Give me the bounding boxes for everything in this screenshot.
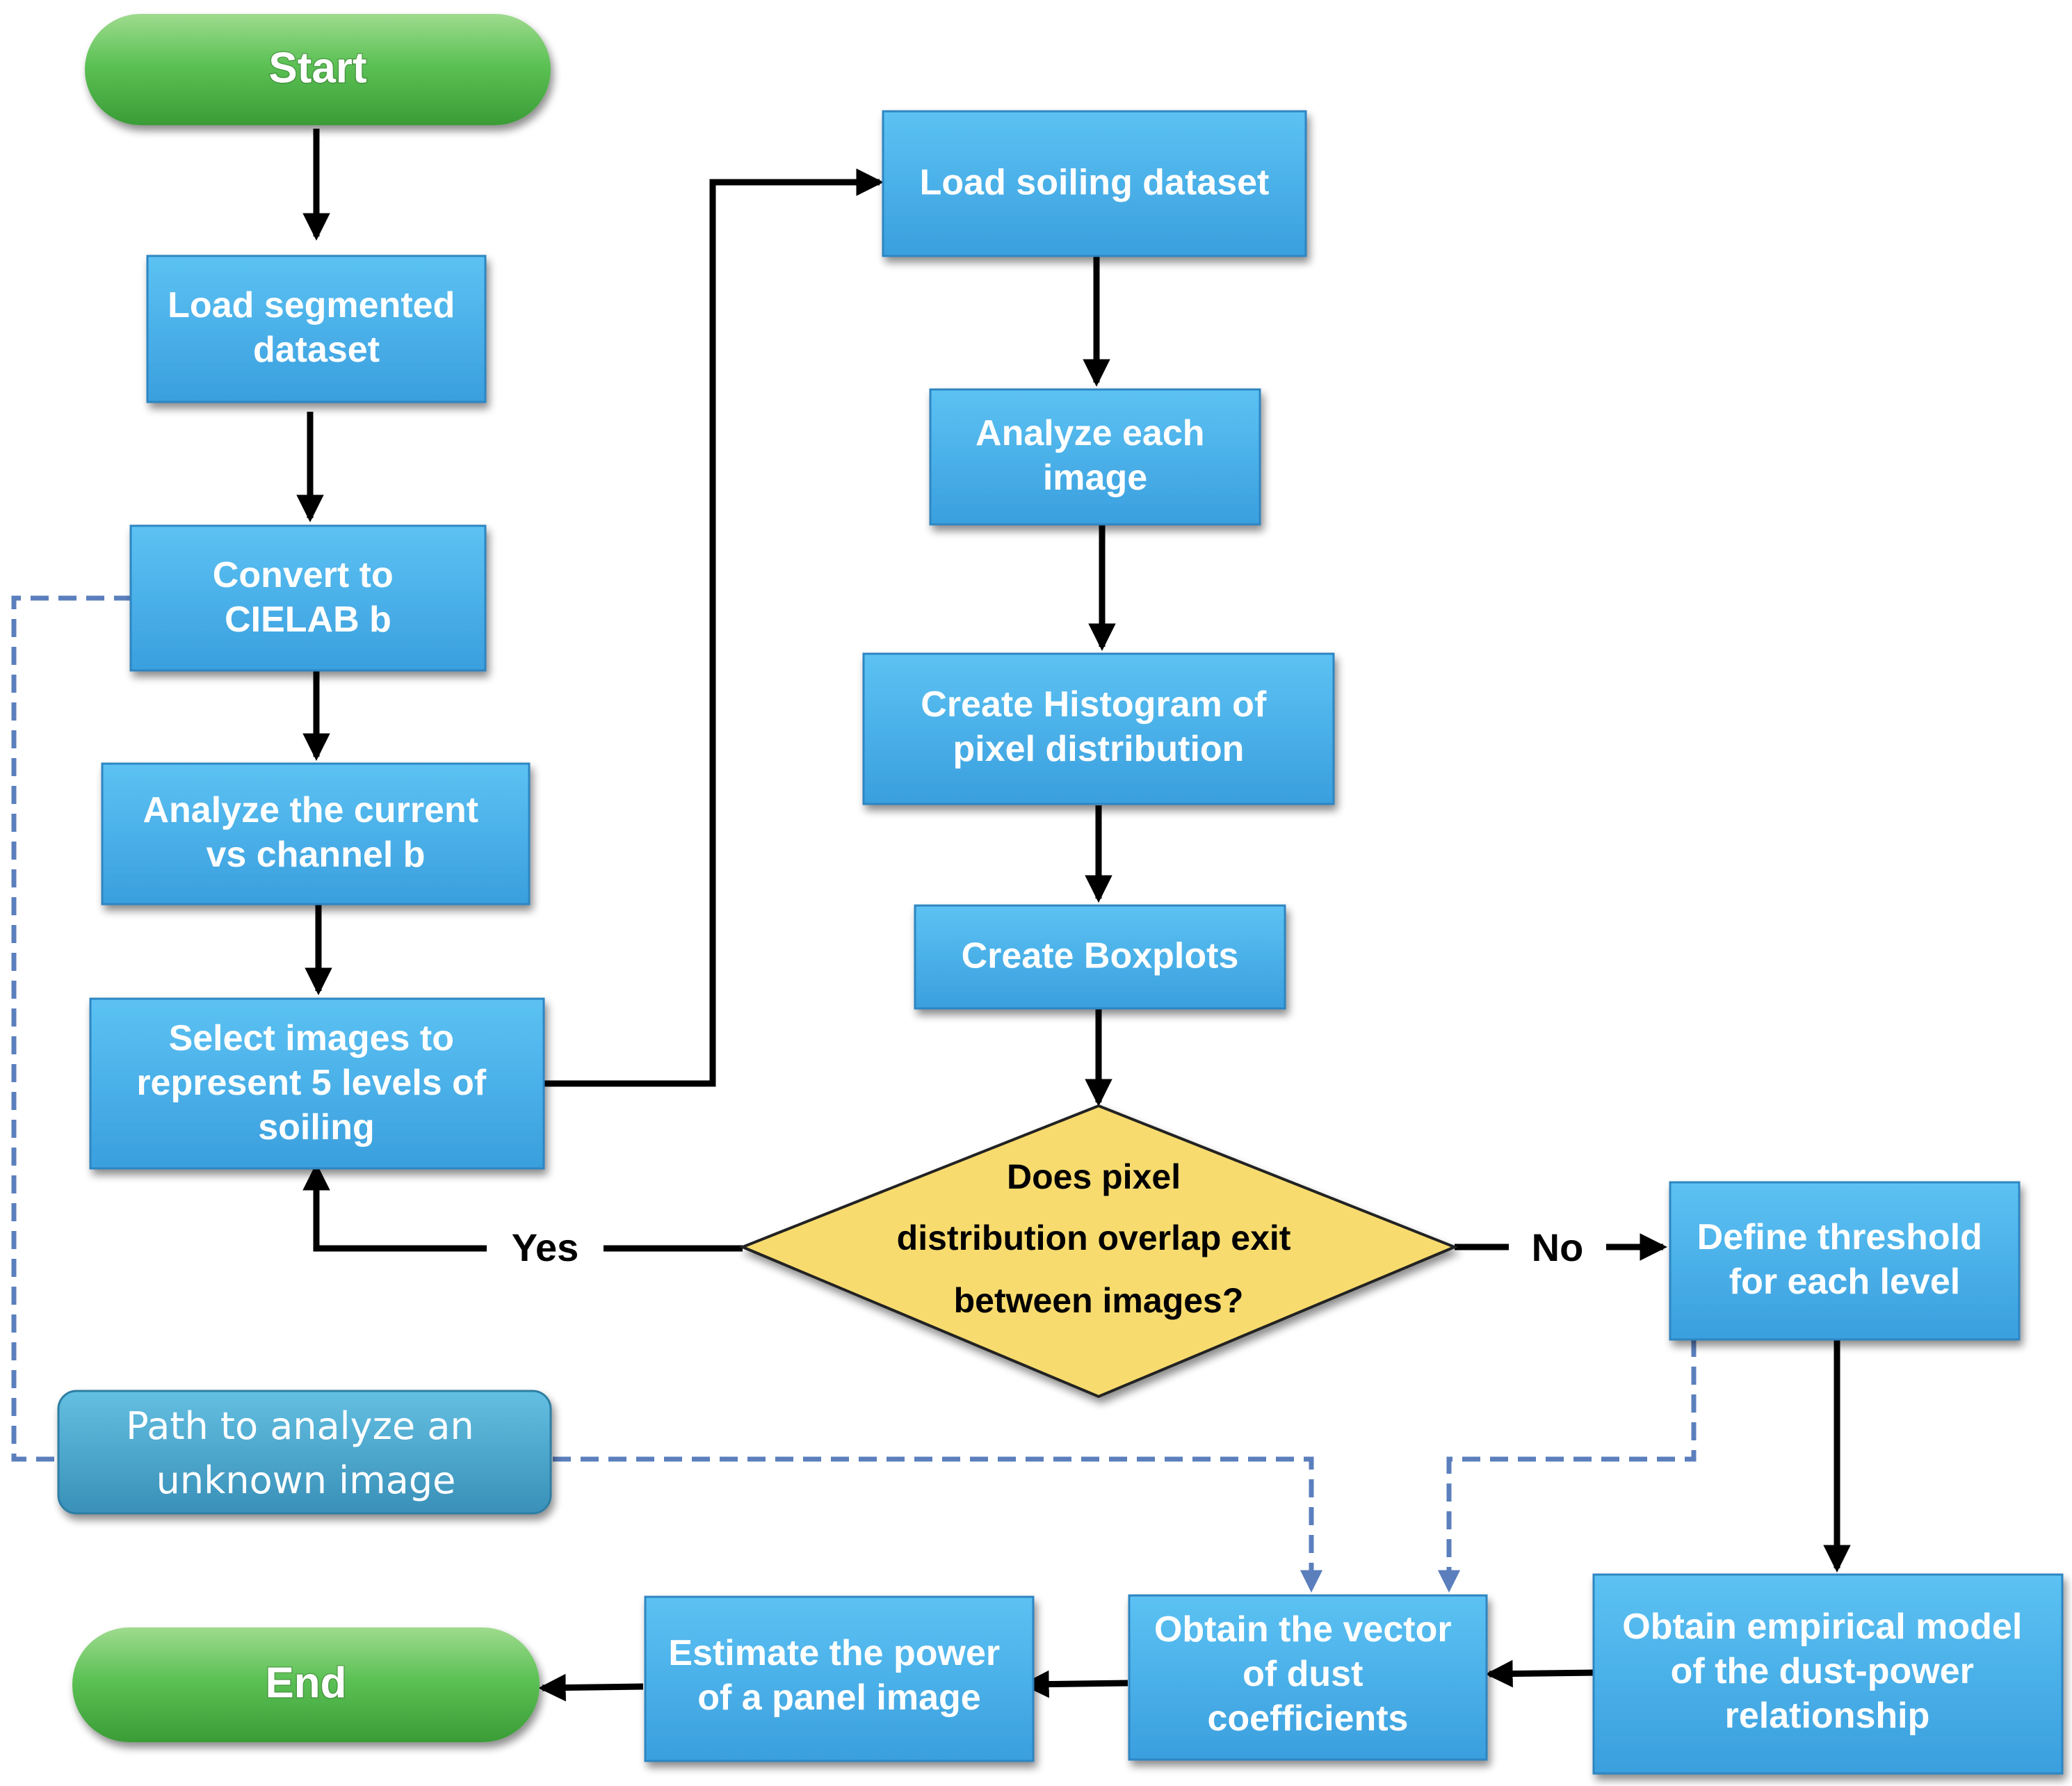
vector-coefficients-box: Obtain the vector of dust coefficients [1128, 1594, 1488, 1761]
boxplots-label: Create Boxplots [962, 936, 1239, 976]
vector-line-3: coefficients [1208, 1698, 1409, 1739]
svg-text:Select images to represe: Select images to represent 5 levels of s… [136, 1018, 496, 1148]
svg-text:Obtain the vector of dus: Obtain the vector of dust coefficients [1154, 1609, 1462, 1739]
analyze-each-image-box: Analyze each image [929, 388, 1261, 526]
no-label: No [1532, 1225, 1584, 1269]
load-segmented-dataset-box: Load segmented dataset [146, 255, 487, 403]
convert-to-cielab-box: Convert to CIELAB b [129, 524, 487, 672]
load-soiling-dataset-box: Load soiling dataset [882, 110, 1307, 257]
svg-text:Path to analyze an unkno: Path to analyze an unknown image [126, 1404, 486, 1502]
create-boxplots-box: Create Boxplots [914, 904, 1286, 1010]
empirical-line-1: Obtain empirical model [1622, 1607, 2022, 1647]
decision-line-3: between images? [954, 1281, 1244, 1320]
svg-text:Load segmented dataset: Load segmented dataset [168, 285, 465, 370]
start-label: Start [268, 44, 366, 92]
empirical-model-box: Obtain empirical model of the dust-power… [1592, 1573, 2064, 1775]
svg-text:Obtain empirical model o: Obtain empirical model of the dust-power… [1622, 1607, 2032, 1736]
histogram-line-2: pixel distribution [953, 729, 1245, 769]
dashed-path-threshold-to-vector [1437, 1339, 1697, 1593]
analyze-current-line-1: Analyze the current [143, 790, 478, 830]
empirical-line-2: of the dust-power [1671, 1651, 1974, 1691]
load-soiling-label: Load soiling dataset [920, 163, 1270, 203]
yes-label: Yes [512, 1225, 579, 1269]
vector-line-2: of dust [1243, 1654, 1363, 1694]
svg-text:Analyze each image: Analyze each image [976, 413, 1215, 498]
estimate-power-box: Estimate the power of a panel image [644, 1595, 1035, 1762]
load-segmented-line-2: dataset [253, 330, 380, 370]
decision-line-2: distribution overlap exit [897, 1218, 1291, 1257]
svg-text:Create Histogram of pixe: Create Histogram of pixel distribution [921, 684, 1276, 769]
vector-line-1: Obtain the vector [1154, 1609, 1452, 1650]
empirical-line-3: relationship [1725, 1696, 1930, 1736]
select-line-1: Select images to [169, 1018, 454, 1059]
unknown-path-line-2: unknown image [156, 1458, 456, 1502]
histogram-line-1: Create Histogram of [921, 684, 1267, 725]
analyze-current-line-2: vs channel b [207, 835, 426, 875]
select-line-3: soiling [258, 1107, 375, 1148]
decision-line-1: Does pixel [1007, 1157, 1181, 1196]
estimate-line-2: of a panel image [697, 1678, 980, 1718]
dashed-path-unknown-to-vector [553, 1456, 1323, 1593]
convert-line-2: CIELAB b [225, 600, 391, 640]
svg-text:Convert to CIELAB b: Convert to CIELAB b [213, 555, 403, 640]
overlap-decision: Does pixel distribution overlap exit bet… [738, 1104, 1459, 1399]
threshold-line-2: for each level [1729, 1262, 1960, 1302]
select-line-2: represent 5 levels of [136, 1063, 487, 1103]
svg-text:Does pixel distribution: Does pixel distribution overlap exit bet… [897, 1157, 1301, 1320]
analyze-each-line-2: image [1043, 458, 1147, 498]
svg-text:Analyze the current vs c: Analyze the current vs channel b [143, 790, 488, 875]
arrow-empirical-to-vector [1485, 1659, 1594, 1688]
convert-line-1: Convert to [213, 555, 394, 595]
define-threshold-box: Define threshold for each level [1669, 1181, 2021, 1341]
unknown-image-path-box: Path to analyze an unknown image [57, 1390, 552, 1515]
create-histogram-box: Create Histogram of pixel distribution [862, 652, 1335, 805]
analyze-each-line-1: Analyze each [976, 413, 1205, 453]
threshold-line-1: Define threshold [1697, 1217, 1982, 1257]
arrow-yes-to-select [302, 1163, 487, 1252]
svg-text:Define threshold for eac: Define threshold for each level [1697, 1217, 1993, 1302]
arrow-select-to-load-soiling [544, 168, 884, 1087]
arrow-estimate-to-end [538, 1673, 644, 1702]
select-images-box: Select images to represent 5 levels of s… [89, 997, 545, 1170]
svg-text:Estimate the power of a: Estimate the power of a panel image [668, 1633, 1010, 1718]
analyze-current-box: Analyze the current vs channel b [101, 762, 531, 906]
dashed-path-convert-to-unknown [11, 595, 132, 1462]
load-segmented-line-1: Load segmented [168, 285, 455, 325]
unknown-path-line-1: Path to analyze an [126, 1404, 474, 1448]
start-terminal: Start [85, 14, 551, 125]
estimate-line-1: Estimate the power [668, 1633, 1000, 1673]
end-label: End [265, 1659, 346, 1707]
arrow-vector-to-estimate [1021, 1670, 1128, 1698]
end-terminal: End [72, 1627, 540, 1742]
